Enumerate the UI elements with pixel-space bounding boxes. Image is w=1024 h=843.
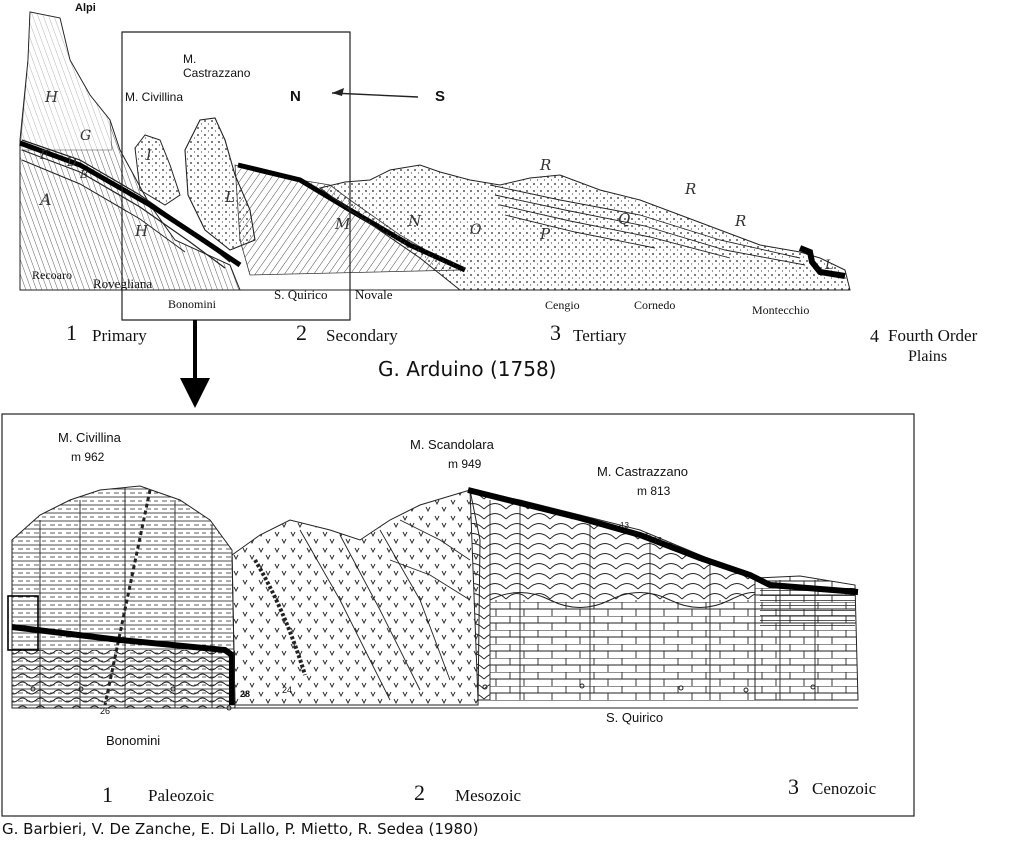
- layer-letter-o: O: [470, 222, 482, 238]
- bottom-inset-rect: [7, 595, 39, 651]
- layer-letter-l: L: [225, 188, 235, 206]
- peak-label-civillina: M. Civillina: [125, 90, 184, 104]
- layer-letter-q: Q: [618, 210, 631, 228]
- modern-era-2-name: Mesozoic: [455, 786, 522, 805]
- era-3-number: 3: [550, 320, 561, 345]
- layer-letter-g: G: [80, 128, 92, 144]
- layer-letter-r2: R: [685, 180, 697, 198]
- layer-letter-r3: R: [735, 212, 747, 230]
- top-montecchio-plain-line: [798, 245, 846, 279]
- place-recoaro: Recoaro: [32, 268, 72, 282]
- bottom-fold-zone: [231, 489, 481, 706]
- compass-south: S: [435, 88, 446, 105]
- peak-civillina-altitude: m 962: [71, 450, 105, 464]
- top-inset-box: [121, 31, 351, 321]
- layer-letter-d: D: [67, 155, 77, 169]
- peak-label-alpi: Alpi: [75, 2, 96, 14]
- era-2-name: Secondary: [326, 326, 398, 345]
- peak-scandolara-altitude: m 949: [448, 457, 482, 471]
- layer-letter-i: I: [146, 148, 152, 164]
- era-1-name: Primary: [92, 326, 147, 345]
- compass-arrow-line: [331, 92, 419, 98]
- layer-letter-n: N: [408, 212, 422, 230]
- modern-era-3-number: 3: [788, 774, 799, 799]
- era-1-number: 1: [66, 320, 77, 345]
- top-section-title: G. Arduino (1758): [378, 357, 557, 381]
- era-3-name: Tertiary: [573, 326, 627, 345]
- credit-line: G. Barbieri, V. De Zanche, E. Di Lallo, …: [2, 820, 479, 838]
- place-bonomini-bottom: Bonomini: [106, 733, 161, 748]
- layer-letter-m: M: [335, 215, 351, 233]
- place-rovegliana: Rovegliana: [93, 276, 153, 291]
- era-4-plains: Plains: [908, 348, 948, 365]
- place-novale: Novale: [355, 287, 393, 302]
- era-4-name: Fourth Order: [888, 326, 978, 345]
- marker-13-b: 13: [653, 536, 662, 545]
- layer-letter-f: F: [40, 148, 49, 162]
- section-link-arrow-head: [180, 378, 210, 408]
- compass-north: N: [290, 88, 301, 105]
- place-bonomini: Bonomini: [168, 297, 217, 311]
- place-cornedo: Cornedo: [634, 298, 676, 312]
- place-s-quirico-bottom: S. Quirico: [606, 710, 664, 725]
- modern-era-3-name: Cenozoic: [812, 779, 877, 798]
- marker-28: 28: [240, 689, 251, 699]
- marker-24: 24: [282, 685, 293, 695]
- peak-civillina-name: M. Civillina: [58, 430, 121, 445]
- bottom-upper-contact: [467, 487, 859, 595]
- place-montecchio: Montecchio: [752, 303, 810, 317]
- marker-13-a: 13: [620, 521, 629, 530]
- peak-castrazzano-name: M. Castrazzano: [597, 464, 689, 479]
- layer-letter-r1: R: [540, 156, 552, 174]
- modern-era-2-number: 2: [414, 780, 425, 805]
- place-cengio: Cengio: [545, 298, 580, 312]
- peak-label-castrazzano: M. Castrazzano: [183, 52, 251, 80]
- peak-scandolara-name: M. Scandolara: [410, 437, 494, 452]
- peak-castrazzano-altitude: m 813: [637, 484, 671, 498]
- bottom-paleozoic-contact: [11, 624, 235, 705]
- bottom-frame: [1, 413, 915, 817]
- layer-letter-b: B: [80, 168, 89, 181]
- top-peak-civillina: [134, 134, 181, 206]
- layer-letter-h2: H: [135, 222, 149, 240]
- modern-era-1-name: Paleozoic: [148, 786, 215, 805]
- compass-arrow-head: [332, 88, 344, 96]
- marker-26: 26: [100, 706, 111, 716]
- layer-letter-p: P: [540, 225, 551, 243]
- layer-letter-l2: L: [825, 258, 834, 273]
- layer-letter-h: H: [45, 88, 59, 106]
- era-4-number: 4: [870, 326, 879, 346]
- layer-letter-a: A: [40, 190, 52, 209]
- bottom-well-markers: [30, 683, 816, 711]
- era-2-number: 2: [296, 320, 307, 345]
- top-unconformity-line-1: [19, 140, 242, 268]
- place-s-quirico: S. Quirico: [274, 287, 328, 302]
- modern-era-1-number: 1: [102, 782, 113, 807]
